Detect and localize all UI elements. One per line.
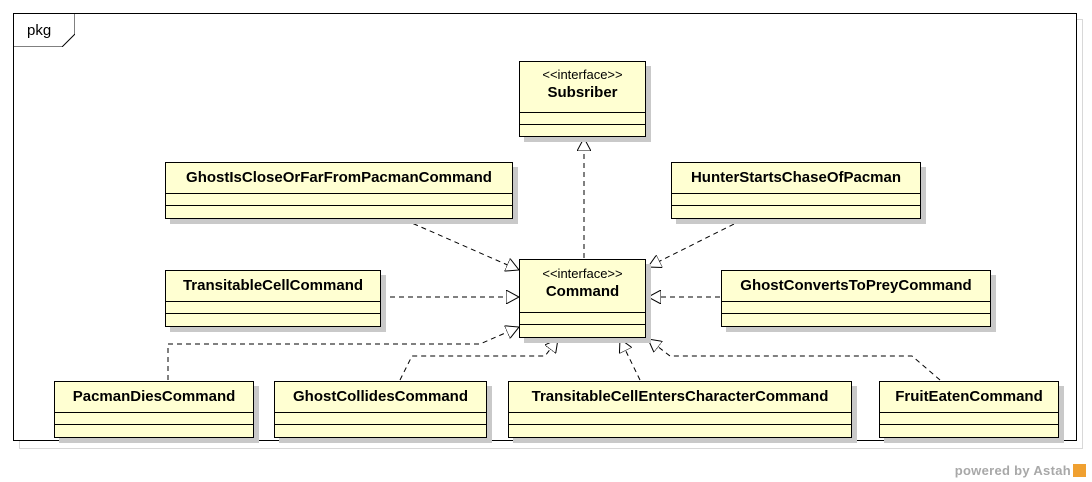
realization-hunter-chase: [648, 219, 743, 267]
attributes-compartment: [722, 301, 990, 313]
attributes-compartment: [880, 412, 1058, 424]
class-fruit-eaten[interactable]: FruitEatenCommand: [879, 381, 1059, 438]
realization-ghost-close-far: [404, 219, 519, 270]
class-hunter-chase[interactable]: HunterStartsChaseOfPacman: [671, 162, 921, 219]
operations-compartment: [275, 424, 486, 436]
class-name: PacmanDiesCommand: [72, 388, 236, 405]
class-ghost-close-far[interactable]: GhostIsCloseOrFarFromPacmanCommand: [165, 162, 513, 219]
class-command[interactable]: <<interface>> Command: [519, 259, 646, 338]
operations-compartment: [166, 205, 512, 217]
class-cell-enters[interactable]: TransitableCellEntersCharacterCommand: [508, 381, 852, 438]
operations-compartment: [880, 424, 1058, 436]
attributes-compartment: [509, 412, 851, 424]
class-name: TransitableCellEntersCharacterCommand: [531, 388, 829, 405]
astah-logo-icon: [1073, 464, 1086, 477]
class-name: GhostIsCloseOrFarFromPacmanCommand: [186, 169, 492, 186]
class-ghost-prey[interactable]: GhostConvertsToPreyCommand: [721, 270, 991, 327]
class-pacman-dies[interactable]: PacmanDiesCommand: [54, 381, 254, 438]
astah-watermark: powered by Astah: [955, 463, 1086, 478]
attributes-compartment: [166, 301, 380, 313]
operations-compartment: [722, 313, 990, 325]
class-name: Command: [545, 283, 620, 300]
operations-compartment: [520, 324, 645, 336]
realization-ghost-collides: [399, 339, 558, 381]
package-label: pkg: [27, 22, 52, 39]
realization-cell-enters: [620, 339, 641, 381]
stereotype-label: <<interface>>: [542, 266, 623, 281]
class-name: GhostCollidesCommand: [292, 388, 468, 405]
class-name: FruitEatenCommand: [895, 388, 1043, 405]
class-name: TransitableCellCommand: [182, 277, 364, 294]
package-tab: [13, 13, 75, 47]
attributes-compartment: [520, 312, 645, 324]
realization-pacman-dies: [167, 327, 519, 380]
class-transitable-cell[interactable]: TransitableCellCommand: [165, 270, 381, 327]
class-name: Subsriber: [547, 84, 618, 101]
operations-compartment: [672, 205, 920, 217]
attributes-compartment: [672, 193, 920, 205]
operations-compartment: [166, 313, 380, 325]
class-subsriber[interactable]: <<interface>> Subsriber: [519, 61, 646, 137]
stereotype-label: <<interface>>: [542, 67, 623, 82]
attributes-compartment: [166, 193, 512, 205]
operations-compartment: [509, 424, 851, 436]
realization-fruit-eaten: [648, 339, 941, 381]
class-name: HunterStartsChaseOfPacman: [690, 169, 902, 186]
watermark-text: powered by Astah: [954, 463, 1071, 478]
attributes-compartment: [520, 112, 645, 124]
class-name: GhostConvertsToPreyCommand: [740, 277, 972, 294]
operations-compartment: [520, 124, 645, 135]
attributes-compartment: [275, 412, 486, 424]
attributes-compartment: [55, 412, 253, 424]
class-ghost-collides[interactable]: GhostCollidesCommand: [274, 381, 487, 438]
operations-compartment: [55, 424, 253, 436]
